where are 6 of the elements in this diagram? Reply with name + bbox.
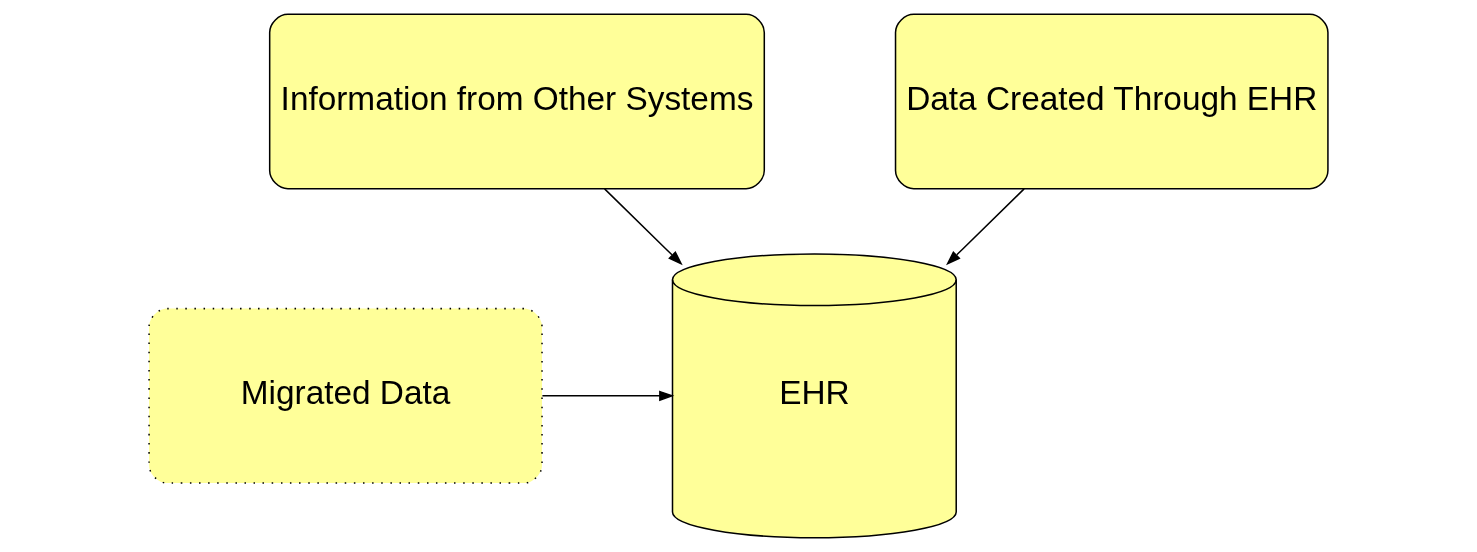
node-box: Data Created Through EHR bbox=[894, 13, 1329, 190]
arrow bbox=[603, 188, 683, 266]
arrow bbox=[541, 390, 675, 402]
node-box: Migrated Data bbox=[148, 307, 543, 484]
arrow bbox=[946, 188, 1025, 266]
node-box: Information from Other Systems bbox=[268, 13, 766, 190]
